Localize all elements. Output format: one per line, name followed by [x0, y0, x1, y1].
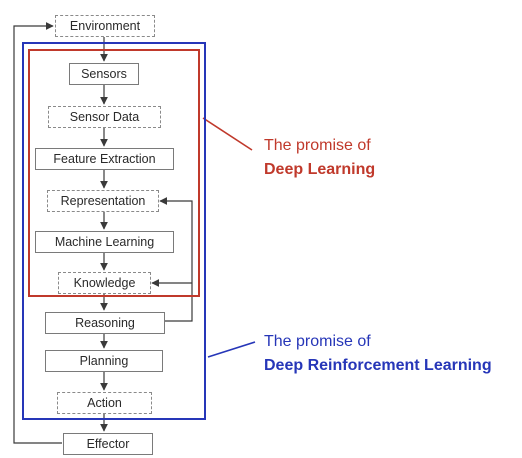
feature-extraction-node: Feature Extraction — [35, 148, 174, 170]
reasoning-node: Reasoning — [45, 312, 165, 334]
arrow-reasoning-to-representation — [159, 197, 193, 322]
deep-learning-caption-line2: Deep Learning — [264, 161, 376, 178]
deep-reinforcement-learning-frame — [22, 42, 206, 420]
effector-node: Effector — [63, 433, 153, 455]
arrow-effector-to-environment — [13, 22, 62, 444]
deep-learning-frame — [28, 49, 200, 297]
knowledge-node: Knowledge — [58, 272, 151, 294]
deep-rl-caption-line2: Deep Reinforcement Learning — [264, 357, 492, 374]
deep-rl-callout-line — [207, 341, 256, 358]
representation-node: Representation — [47, 190, 159, 212]
sensors-node: Sensors — [69, 63, 139, 85]
deep-rl-caption: The promise of Deep Reinforcement Learni… — [264, 330, 492, 378]
deep-rl-caption-line1: The promise of — [264, 333, 371, 350]
deep-learning-callout-line — [202, 117, 253, 151]
deep-learning-caption: The promise of Deep Learning — [264, 134, 375, 182]
sensor-data-node: Sensor Data — [48, 106, 161, 128]
machine-learning-node: Machine Learning — [35, 231, 174, 253]
action-node: Action — [57, 392, 152, 414]
deep-learning-caption-line1: The promise of — [264, 137, 371, 154]
planning-node: Planning — [45, 350, 163, 372]
environment-node: Environment — [55, 15, 155, 37]
